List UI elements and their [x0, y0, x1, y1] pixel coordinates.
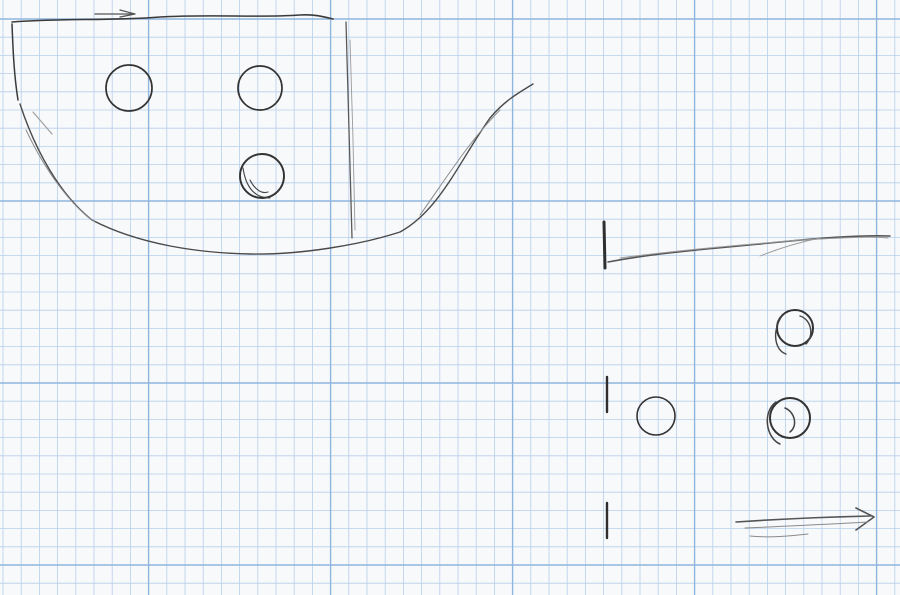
ball-icon: [239, 153, 285, 199]
bowl-top-edge: [11, 14, 334, 23]
ramp-line-trace: [619, 236, 889, 259]
bowl-left-wall: [11, 23, 19, 101]
ball-scribble: [775, 315, 812, 355]
ball-scribble: [766, 401, 796, 445]
bowl-divider-line: [345, 21, 353, 239]
ball-icon: [105, 64, 153, 112]
ball-icon: [636, 396, 676, 436]
arrow-trace: [744, 521, 869, 538]
ball-scribble: [242, 167, 271, 199]
ball-icon: [237, 65, 283, 111]
bowl-curve-inner-trace: [25, 109, 501, 223]
top-edge-arrow-icon: [94, 9, 136, 18]
left-sketch: [11, 9, 534, 255]
ramp-line-shade: [759, 237, 821, 257]
bowl-divider-line-trace: [349, 39, 356, 231]
ball-icon: [769, 397, 811, 439]
bottom-right-arrow-icon: [735, 507, 875, 531]
right-sketch: [602, 220, 891, 540]
bowl-left-wall-stray-mark: [32, 111, 53, 135]
vertical-wall: [602, 220, 607, 270]
